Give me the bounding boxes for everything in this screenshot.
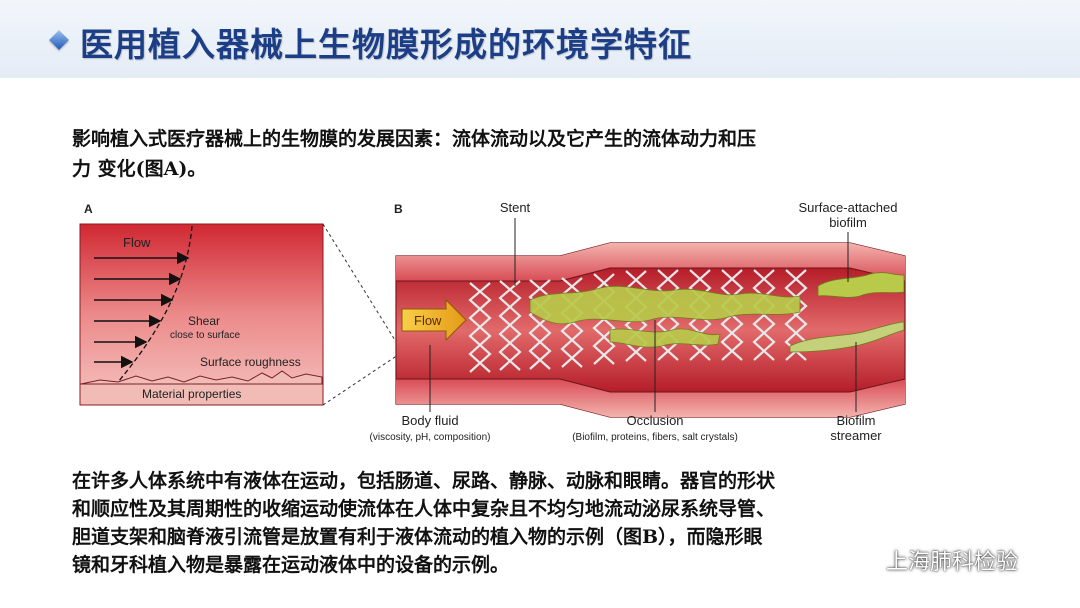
page-title: 医用植入器械上生物膜形成的环境学特征 (80, 25, 692, 64)
surface-biofilm-label-2: biofilm (829, 215, 867, 230)
streamer-label-1: Biofilm (836, 413, 875, 428)
panel-b-flow-label: Flow (414, 313, 442, 328)
body-fluid-sublabel: (viscosity, pH, composition) (370, 432, 491, 443)
shear-sublabel: close to surface (170, 330, 240, 341)
shear-label: Shear (188, 314, 220, 328)
zoom-guide-line (322, 223, 399, 346)
biofilm-streamer (789, 321, 905, 353)
paragraph-2-line-1: 在许多人体系统中有液体在运动，包括肠道、尿路、静脉、动脉和眼睛。器官的形状 (72, 470, 776, 492)
paragraph-2-line-3: 胆道支架和脑脊液引流管是放置有利于液体流动的植入物的示例（图B），而隐形眼 (72, 526, 763, 548)
wechat-icon (849, 547, 880, 573)
watermark: 上海肺科检验 (848, 544, 1018, 576)
panel-b-flow-arrow (401, 298, 467, 342)
watermark-text: 上海肺科检验 (886, 550, 1019, 575)
vessel-wall-bottom (396, 379, 905, 417)
stent-label: Stent (500, 200, 531, 215)
occlusion-sublabel: (Biofilm, proteins, fibers, salt crystal… (572, 432, 738, 443)
title-bar: 医用植入器械上生物膜形成的环境学特征 (0, 0, 1080, 78)
paragraph-2-line-4: 镜和牙科植入物是暴露在运动液体中的设备的示例。 (72, 554, 510, 576)
paragraph-2-line-2: 和顺应性及其周期性的收缩运动使流体在人体中复杂且不均匀地流动泌尿系统导管、 (72, 498, 776, 520)
paragraph-1-line-2: 力 变化(图A)。 (72, 158, 207, 180)
panel-b: B (370, 200, 906, 443)
surface-roughness-label: Surface roughness (200, 355, 301, 369)
streamer-label-2: streamer (830, 428, 882, 443)
material-properties-label: Material properties (142, 387, 241, 401)
vessel-wall-top (396, 243, 905, 281)
occlusion-label: Occlusion (626, 413, 683, 428)
surface-biofilm-label-1: Surface-attached (798, 200, 897, 215)
rough-surface (80, 370, 323, 385)
panel-a-flow-label: Flow (123, 235, 151, 250)
occlusion-biofilm (529, 285, 801, 348)
zoom-guide-line (322, 354, 399, 406)
velocity-profile-curve (117, 225, 193, 383)
panel-a-letter: A (84, 202, 93, 216)
panel-b-letter: B (394, 202, 403, 216)
surface-attached-biofilm (817, 272, 905, 298)
paragraph-1-line-1: 影响植入式医疗器械上的生物膜的发展因素：流体流动以及它产生的流体动力和压 (72, 128, 757, 150)
body-fluid-label: Body fluid (401, 413, 458, 428)
panel-a: A Flow Shear close to surface Surface ro… (79, 202, 324, 406)
